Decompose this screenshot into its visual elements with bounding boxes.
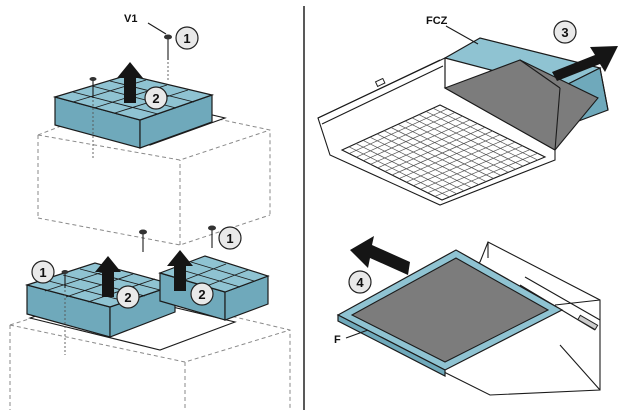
housing-outline-dashed-2 bbox=[9, 289, 291, 410]
hood-grid-line bbox=[434, 152, 538, 197]
bottom-left-assembly: 1 1 2 2 bbox=[9, 225, 291, 410]
hood-grid-lines bbox=[348, 107, 538, 198]
svg-text:2: 2 bbox=[124, 290, 131, 305]
fcz-media bbox=[443, 59, 599, 151]
top-left-assembly: 1 2 V1 bbox=[37, 13, 271, 246]
label-v1: V1 bbox=[124, 13, 137, 25]
hood-grid-line bbox=[427, 149, 531, 194]
svg-text:2: 2 bbox=[198, 287, 205, 302]
svg-text:4: 4 bbox=[356, 275, 364, 290]
filter-f-media bbox=[350, 257, 550, 363]
label-fcz: FCZ bbox=[426, 15, 448, 27]
hood-grid-line bbox=[425, 111, 531, 164]
screw-v1-head bbox=[164, 34, 172, 40]
svg-text:1: 1 bbox=[226, 231, 233, 246]
svg-text:1: 1 bbox=[39, 265, 46, 280]
hood-grid-line bbox=[418, 114, 524, 167]
arrow-4 bbox=[350, 236, 410, 275]
hood-grid-line bbox=[397, 123, 502, 176]
callout-2-text: 2 bbox=[152, 91, 159, 106]
hood-grid-line bbox=[391, 130, 493, 176]
hood-grid-line bbox=[411, 117, 516, 170]
hood-grid-line bbox=[420, 145, 523, 190]
lift-arrow bbox=[117, 62, 143, 103]
hood-grid-line bbox=[406, 138, 508, 183]
hood-grid-line bbox=[413, 141, 516, 187]
label-f: F bbox=[334, 334, 341, 346]
callout-2-circle bbox=[144, 86, 168, 110]
hood-grid-line bbox=[399, 134, 501, 179]
callout-1-text: 1 bbox=[183, 31, 190, 46]
svg-text:3: 3 bbox=[561, 25, 568, 40]
bottom-right-housing: 4 F bbox=[334, 236, 601, 396]
hood-grid-line bbox=[432, 107, 538, 161]
hood-grid-line bbox=[404, 120, 509, 173]
top-right-hood: 3 FCZ bbox=[317, 15, 618, 206]
callout-1-circle bbox=[175, 26, 199, 50]
arrow-3 bbox=[552, 46, 618, 81]
